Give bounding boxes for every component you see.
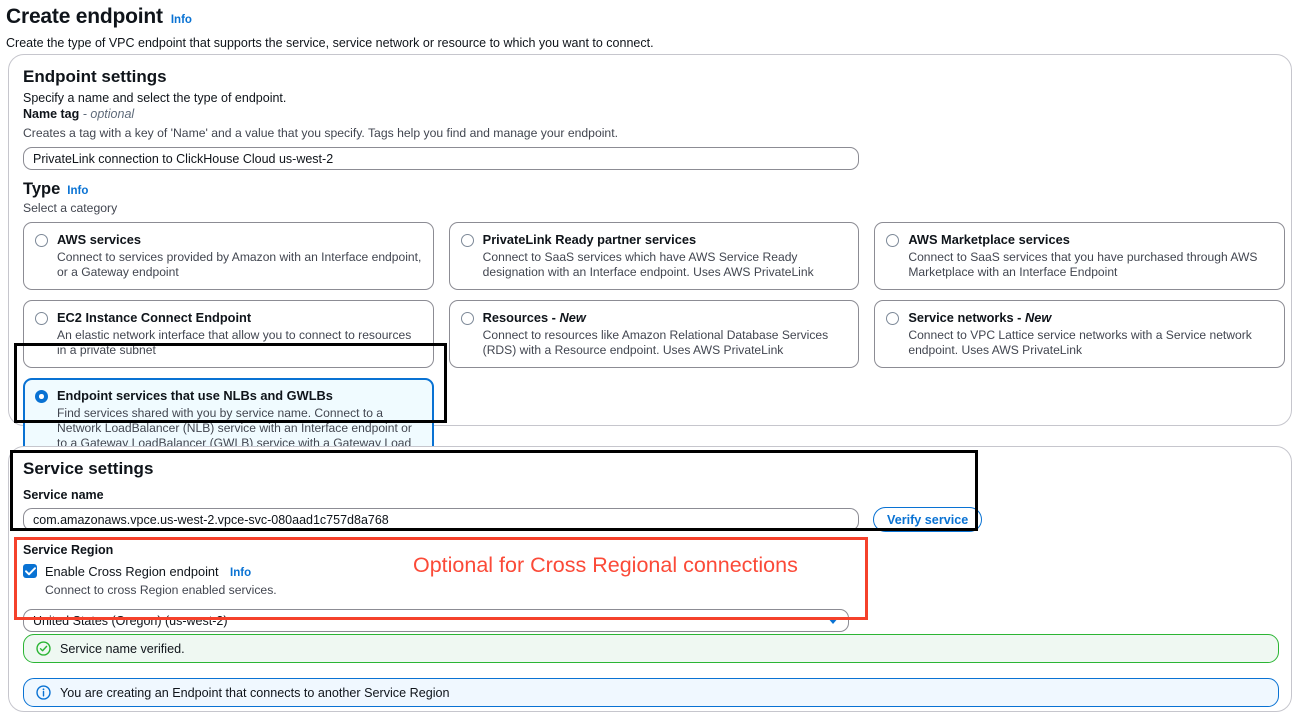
info-circle-icon	[36, 685, 51, 700]
type-info-link[interactable]: Info	[67, 185, 89, 197]
type-option-aws-marketplace-services[interactable]: AWS Marketplace services Connect to SaaS…	[874, 222, 1286, 290]
type-options-row-1: AWS services Connect to services provide…	[23, 222, 1286, 290]
type-option-privatelink-ready-partner-services[interactable]: PrivateLink Ready partner services Conne…	[448, 222, 860, 290]
type-option-description: Connect to resources like Amazon Relatio…	[482, 328, 829, 357]
page-title: Create endpoint	[6, 5, 163, 28]
type-option-title: EC2 Instance Connect Endpoint	[57, 310, 252, 325]
type-option-title: Endpoint services that use NLBs and GWLB…	[57, 388, 333, 403]
type-option-service-networks[interactable]: Service networks - New Connect to VPC La…	[874, 300, 1286, 368]
type-option-description: Connect to SaaS services that you have p…	[908, 250, 1258, 279]
type-options-grid: AWS services Connect to services provide…	[23, 222, 1286, 486]
endpoint-settings-panel: Endpoint settings Specify a name and sel…	[8, 54, 1292, 476]
service-name-label: Service name	[23, 488, 104, 502]
verify-service-button[interactable]: Verify service	[873, 507, 983, 532]
type-option-title: PrivateLink Ready partner services	[482, 232, 697, 247]
type-option-title: Resources - New	[482, 310, 586, 325]
chevron-down-icon	[827, 617, 839, 624]
type-option-title: AWS services	[57, 232, 141, 247]
page-description: Create the type of VPC endpoint that sup…	[6, 36, 654, 50]
service-region-label: Service Region	[23, 543, 114, 557]
radio-icon[interactable]	[886, 312, 900, 325]
radio-icon[interactable]	[35, 234, 48, 247]
endpoint-settings-title: Endpoint settings	[23, 67, 167, 86]
endpoint-settings-description: Specify a name and select the type of en…	[23, 91, 287, 105]
type-option-description: Connect to VPC Lattice service networks …	[908, 328, 1252, 357]
alert-service-name-verified: Service name verified.	[23, 634, 1279, 663]
page-info-link[interactable]: Info	[170, 14, 192, 26]
name-tag-label-text: Name tag	[23, 107, 80, 121]
cross-region-info-link[interactable]: Info	[230, 567, 252, 579]
type-options-row-2: EC2 Instance Connect Endpoint An elastic…	[23, 300, 1286, 368]
service-region-select[interactable]: United States (Oregon) (us-west-2)	[23, 609, 849, 632]
enable-cross-region-checkbox[interactable]	[23, 564, 37, 578]
type-option-description: Connect to SaaS services which have AWS …	[482, 250, 814, 279]
page-header: Create endpoint Info Create the type of …	[0, 0, 1304, 51]
radio-icon[interactable]	[35, 312, 48, 325]
type-option-description: An elastic network interface that allow …	[57, 328, 412, 357]
name-tag-hint: Creates a tag with a key of 'Name' and a…	[23, 126, 618, 140]
type-option-title: Service networks - New	[908, 310, 1052, 325]
name-tag-label: Name tag - optional	[23, 107, 873, 121]
check-circle-icon	[36, 641, 51, 656]
radio-icon[interactable]	[460, 312, 474, 325]
radio-icon[interactable]	[460, 234, 474, 247]
service-region-selected-value: United States (Oregon) (us-west-2)	[33, 613, 228, 628]
type-option-title: AWS Marketplace services	[908, 232, 1070, 247]
type-option-ec2-instance-connect-endpoint[interactable]: EC2 Instance Connect Endpoint An elastic…	[23, 300, 434, 368]
alert-cross-region-info: You are creating an Endpoint that connec…	[23, 678, 1279, 707]
radio-icon[interactable]	[886, 234, 900, 247]
annotation-text-cross-region: Optional for Cross Regional connections	[413, 553, 798, 577]
name-tag-input[interactable]: PrivateLink connection to ClickHouse Clo…	[23, 147, 859, 170]
service-name-input[interactable]: com.amazonaws.vpce.us-west-2.vpce-svc-08…	[23, 508, 859, 531]
type-hint: Select a category	[23, 201, 118, 215]
radio-icon[interactable]	[35, 390, 48, 403]
enable-cross-region-hint: Connect to cross Region enabled services…	[45, 583, 277, 597]
name-tag-optional-suffix: - optional	[82, 107, 135, 121]
checkmark-icon	[25, 567, 36, 576]
type-option-resources[interactable]: Resources - New Connect to resources lik…	[448, 300, 860, 368]
type-option-aws-services[interactable]: AWS services Connect to services provide…	[23, 222, 434, 290]
alert-text: You are creating an Endpoint that connec…	[60, 685, 450, 700]
type-option-description: Connect to services provided by Amazon w…	[57, 250, 422, 279]
alert-text: Service name verified.	[60, 641, 185, 656]
type-label: Type	[23, 180, 61, 198]
service-settings-title: Service settings	[23, 459, 154, 478]
service-settings-panel: Service settings Service name com.amazon…	[8, 446, 1292, 712]
enable-cross-region-label: Enable Cross Region endpoint	[45, 564, 219, 579]
